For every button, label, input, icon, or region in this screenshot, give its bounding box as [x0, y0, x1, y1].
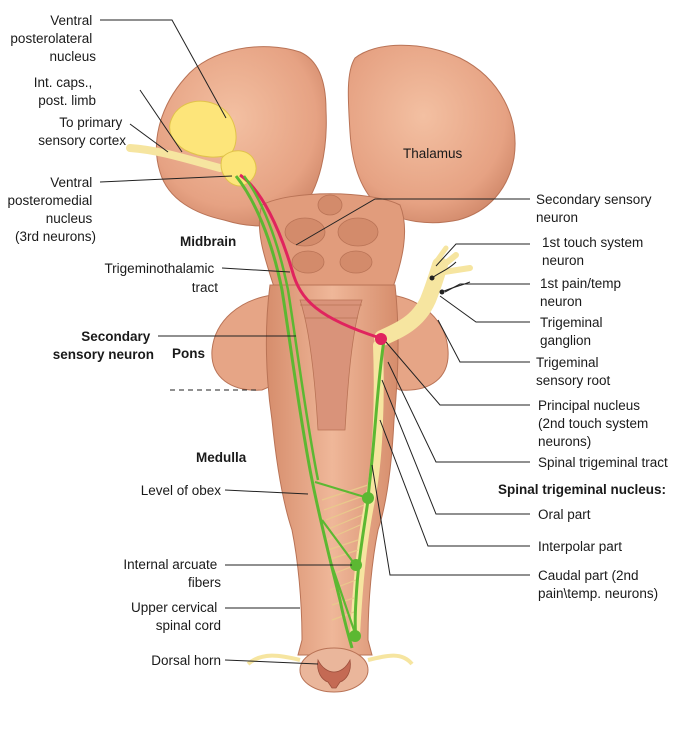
label-interpolar: Interpolar part — [538, 539, 622, 554]
interpolar-part-dot — [350, 559, 362, 571]
label-vpm: Ventral posteromedial nucleus (3rd neuro… — [7, 175, 96, 244]
label-medulla: Medulla — [196, 450, 247, 465]
leader-lines — [99, 19, 530, 665]
label-caudal: Caudal part (2nd pain\temp. neurons) — [538, 568, 658, 601]
label-trigeminothalamic: Trigeminothalamic tract — [104, 261, 218, 295]
caudal-part-dot — [349, 630, 361, 642]
label-int-caps: Int. caps., post. limb — [34, 75, 96, 108]
left-labels: Ventral posterolateral nucleus Int. caps… — [7, 13, 246, 668]
label-pain-1st: 1st pain/temp neuron — [540, 276, 625, 309]
label-trig-root: Trigeminal sensory root — [536, 355, 611, 388]
label-dorsal-horn: Dorsal horn — [151, 653, 221, 668]
label-oral: Oral part — [538, 507, 591, 522]
label-secondary-right: Secondary sensory neuron — [536, 192, 655, 225]
label-spinal-nucleus: Spinal trigeminal nucleus: — [498, 482, 666, 497]
label-trig-ganglion: Trigeminal ganglion — [540, 315, 606, 348]
label-spinal-tract: Spinal trigeminal tract — [538, 455, 668, 470]
label-cervical: Upper cervical spinal cord — [131, 600, 221, 633]
internal-arcuate-fiber-hatch — [321, 484, 369, 621]
label-touch-1st: 1st touch system neuron — [542, 235, 647, 268]
label-thalamus: Thalamus — [403, 146, 463, 161]
vpm-nucleus — [220, 150, 257, 187]
label-obex: Level of obex — [141, 483, 222, 498]
label-principal: Principal nucleus (2nd touch system neur… — [538, 398, 652, 449]
label-pons: Pons — [172, 346, 205, 361]
oral-part-dot — [362, 492, 374, 504]
pink-trigeminothalamic-tract — [239, 173, 381, 340]
principal-nucleus-dot — [375, 333, 387, 345]
pathways — [169, 100, 471, 649]
label-arcuate: Internal arcuate fibers — [123, 557, 221, 590]
brain-anatomy — [126, 44, 516, 693]
green-trigeminothalamic-tract — [234, 175, 354, 649]
trigeminal-nerve-root — [374, 257, 448, 346]
right-thalamus-shape — [347, 44, 516, 224]
dorsal-horn-grey-matter — [317, 658, 351, 689]
label-midbrain: Midbrain — [180, 234, 236, 249]
label-vpl: Ventral posterolateral nucleus — [10, 13, 96, 64]
label-to-cortex: To primary sensory cortex — [38, 115, 126, 148]
label-secondary-left: Secondary sensory neuron — [53, 329, 154, 362]
right-labels: Thalamus Secondary sensory neuron 1st to… — [403, 146, 668, 601]
